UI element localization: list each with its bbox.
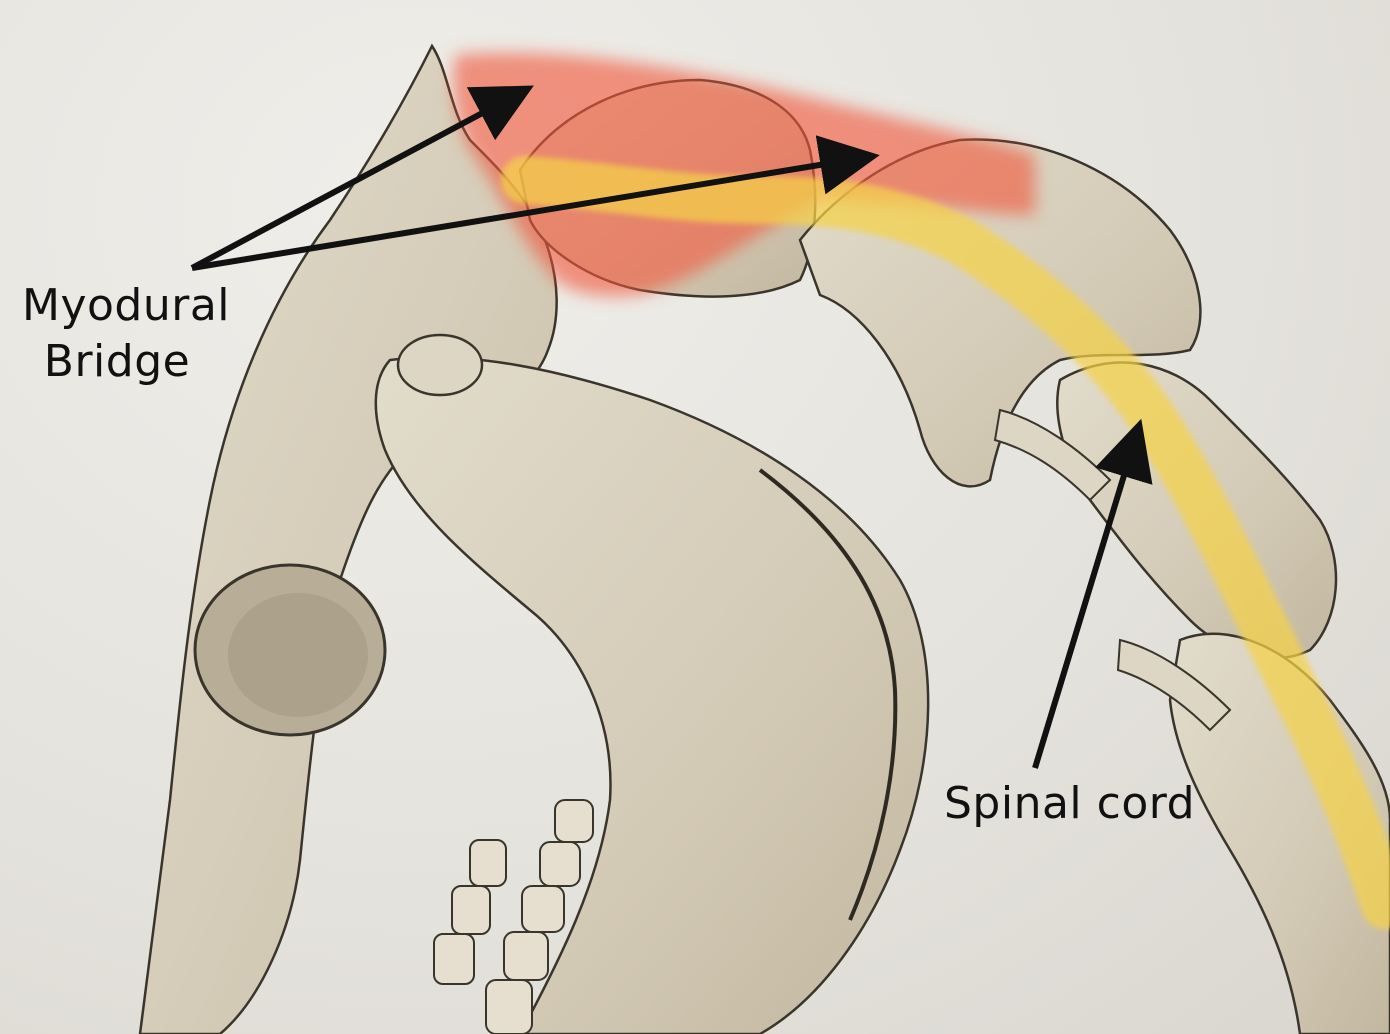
label-myodural-bridge: Myodural Bridge	[22, 278, 231, 391]
spinal-cord-overlay	[501, 156, 1390, 929]
arrow-myodural-1	[190, 85, 534, 271]
arrow-myodural-2	[191, 135, 880, 271]
transverse-process-2	[1116, 638, 1232, 732]
eye-orbit-inner	[228, 593, 368, 717]
mandible	[374, 356, 930, 1034]
label-spinal-cord: Spinal cord	[944, 778, 1196, 829]
mandible-ridge	[758, 468, 898, 921]
transverse-process	[993, 408, 1112, 502]
label-myodural-line2: Bridge	[43, 336, 191, 388]
teeth	[433, 799, 594, 1034]
arrow-spinal-cord	[1032, 418, 1153, 769]
label-myodural-line1: Myodural	[22, 280, 231, 331]
condyle	[396, 333, 484, 397]
